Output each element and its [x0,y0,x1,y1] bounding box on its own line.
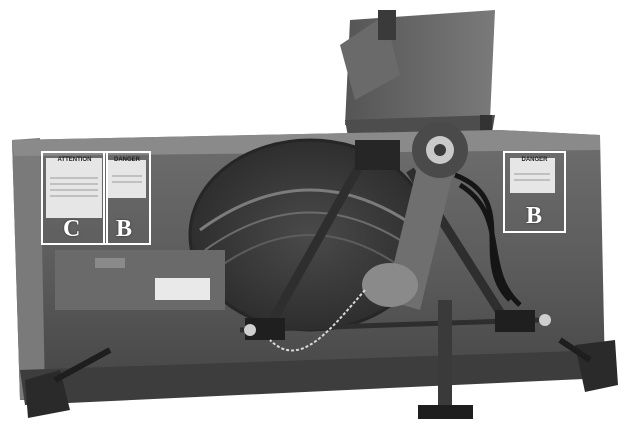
brand-plate [155,278,210,300]
attention-decal [46,158,102,218]
decal-heading-danger-right: DANGER [521,157,548,163]
decal-heading-danger-left: DANGER [113,157,140,163]
callout-letter-c: C [63,216,81,242]
safety-chain [269,289,366,352]
discharge-chute [340,10,495,148]
callout-box-c: ATTENTION C [41,151,108,245]
decal-heading-attention: ATTENTION [57,157,92,163]
callout-box-b-right: DANGER B [503,151,566,233]
danger-decal-right [510,158,555,193]
pto-shaft [362,122,468,310]
callout-box-b-left: DANGER B [103,151,151,245]
hydraulic-hoses [454,172,522,307]
callout-letter-b-right: B [526,203,543,229]
callout-letter-b-left: B [116,216,133,242]
three-point-hitch [239,140,551,340]
jack-stand [418,300,473,419]
danger-decal-left [108,160,146,198]
skid-shoes [25,337,618,418]
